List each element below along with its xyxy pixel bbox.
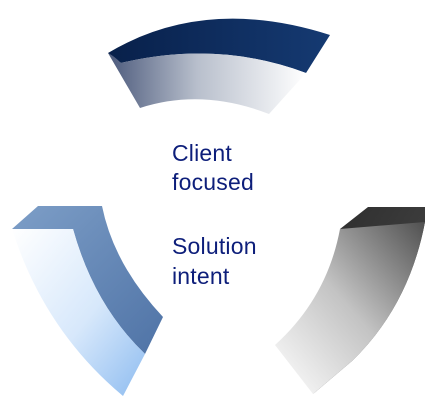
segment-top-front <box>108 53 306 114</box>
segment-bottom-right-front <box>275 222 425 394</box>
segment-bottom-left-side <box>12 206 163 354</box>
segment-bottom-right <box>275 207 425 394</box>
segment-bottom-left <box>12 206 163 396</box>
segment-top <box>108 18 330 114</box>
center-text-client: Client <box>172 140 233 166</box>
center-text-intent: intent <box>172 263 230 289</box>
center-text-solution: Solution <box>172 233 257 259</box>
segment-top-side <box>108 18 330 73</box>
center-text-focused: focused <box>172 169 254 195</box>
segment-bottom-left-front <box>12 229 145 396</box>
